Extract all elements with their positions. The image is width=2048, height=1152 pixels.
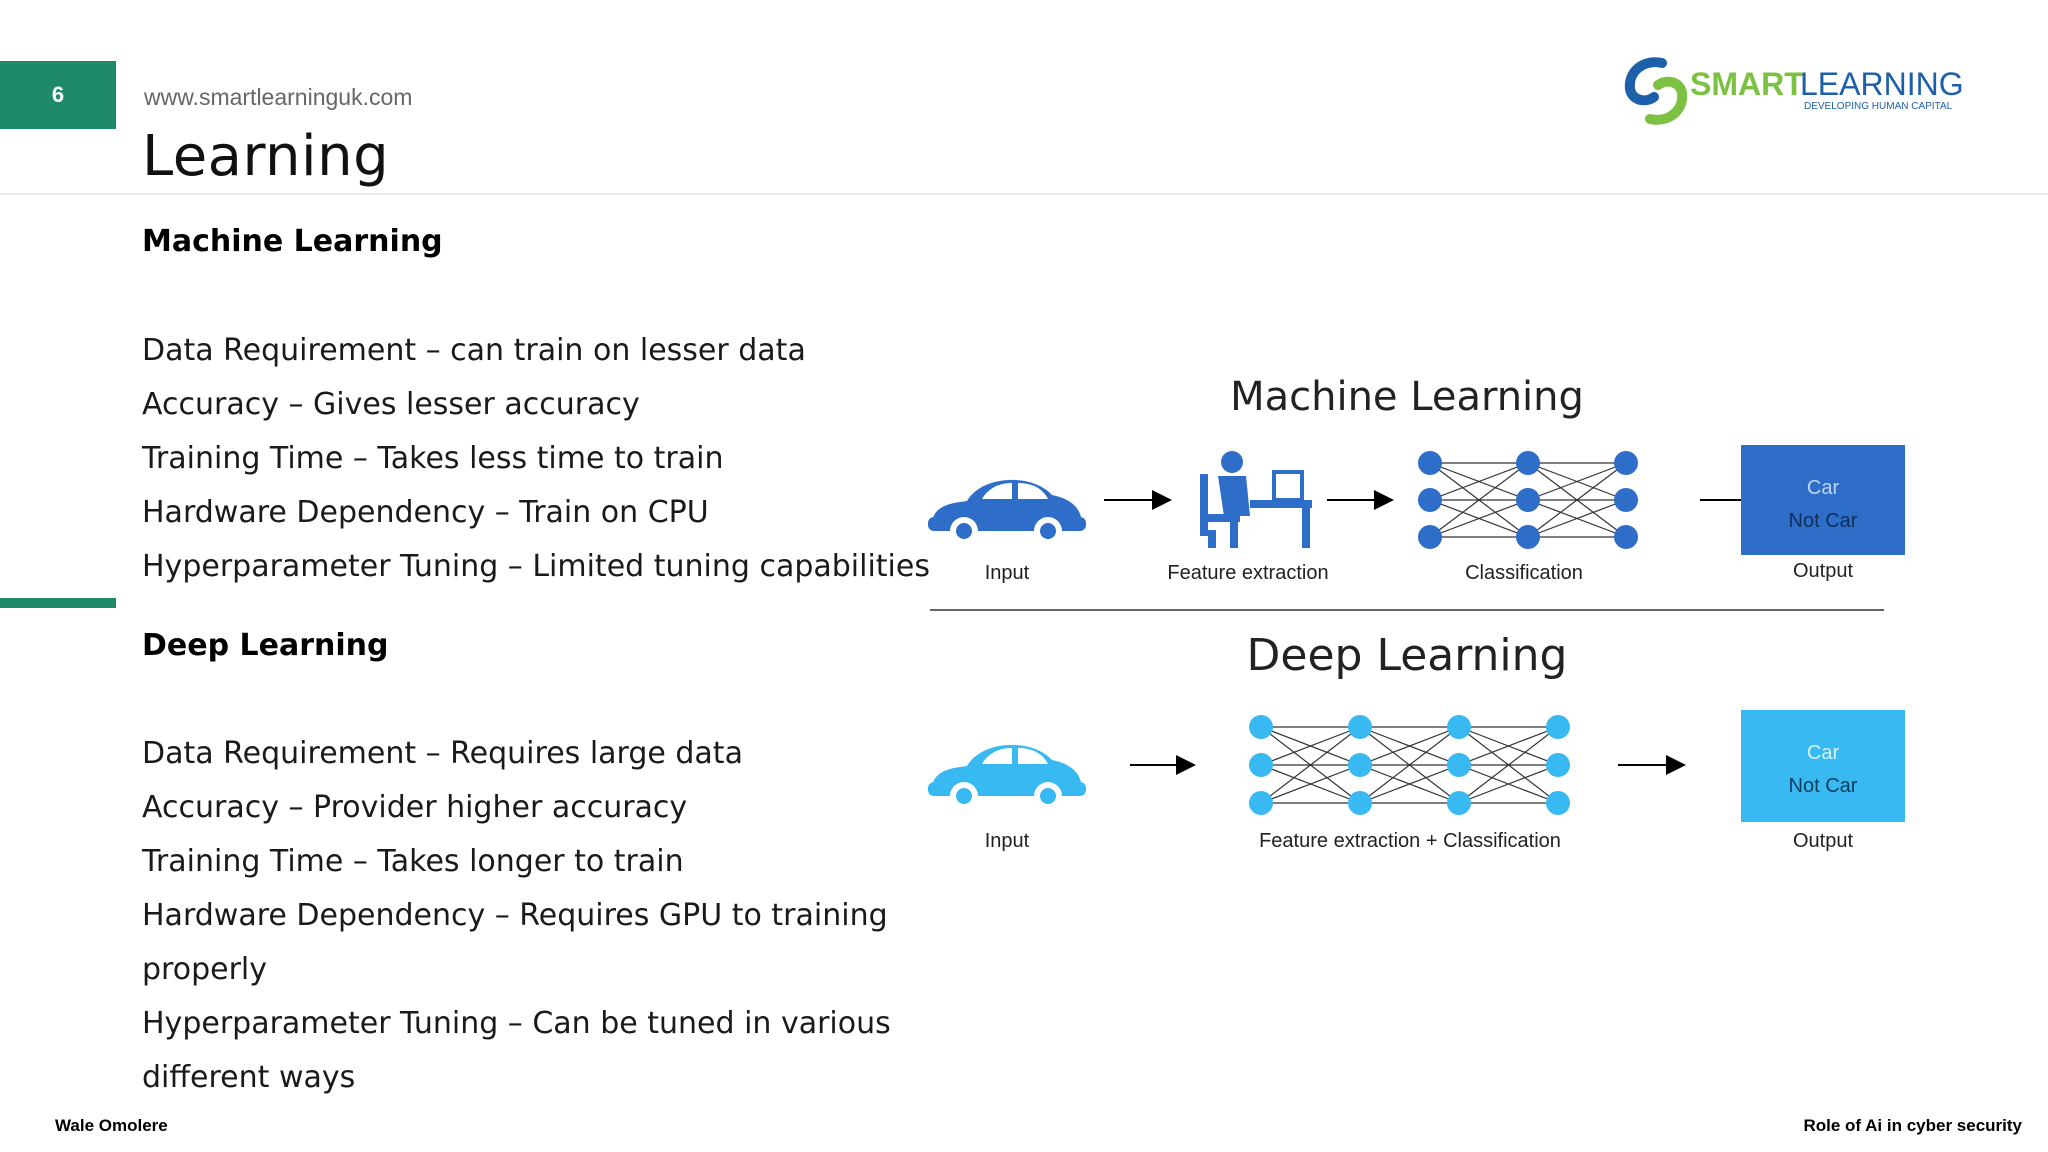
ml-vs-dl-diagram: Machine Learning Input Feature extractio… — [928, 374, 1905, 852]
slide-number: 6 — [0, 61, 116, 129]
slide-number-text: 6 — [51, 82, 65, 107]
ml-heading: Machine Learning — [142, 224, 443, 259]
ml-item: Data Requirement – can train on lesser d… — [142, 333, 806, 368]
ml-item: Accuracy – Gives lesser accuracy — [142, 387, 640, 422]
ml-output-label: Output — [1793, 560, 1853, 582]
dl-item: Hardware Dependency – Requires GPU to tr… — [142, 898, 888, 933]
dl-output-car: Car — [1807, 742, 1840, 764]
dl-output-box — [1741, 710, 1905, 822]
dl-combined-label: Feature extraction + Classification — [1259, 830, 1561, 852]
dl-list: Data Requirement – Requires large data A… — [142, 727, 891, 1105]
ml-item: Hardware Dependency – Train on CPU — [142, 495, 709, 530]
section-accent-bar — [0, 598, 116, 608]
header-divider — [0, 193, 2048, 195]
ml-list: Data Requirement – can train on lesser d… — [142, 324, 930, 594]
dl-item: Hyperparameter Tuning – Can be tuned in … — [142, 1006, 891, 1041]
logo-brand-smart: SMART — [1690, 66, 1804, 102]
ml-classification-label: Classification — [1465, 562, 1583, 584]
dl-input-label: Input — [985, 830, 1030, 852]
dl-heading: Deep Learning — [142, 628, 389, 663]
dl-diagram-title: Deep Learning — [1247, 630, 1568, 681]
deep-network-icon — [1249, 715, 1570, 815]
slide-title: Learning — [142, 124, 390, 189]
dl-item: properly — [142, 952, 267, 987]
ml-item: Training Time – Takes less time to train — [142, 441, 724, 476]
dl-output-notcar: Not Car — [1789, 775, 1858, 797]
person-at-desk-icon — [1200, 451, 1312, 548]
dl-item: Training Time – Takes longer to train — [142, 844, 684, 879]
car-icon — [928, 744, 1086, 810]
dl-item: different ways — [142, 1060, 356, 1095]
ml-diagram-title: Machine Learning — [1230, 374, 1584, 420]
website-url: www.smartlearninguk.com — [144, 84, 413, 110]
ml-output-notcar: Not Car — [1789, 510, 1858, 532]
logo-tagline: DEVELOPING HUMAN CAPITAL — [1804, 101, 1953, 112]
smartlearning-logo: SMART LEARNING DEVELOPING HUMAN CAPITAL — [1624, 57, 1962, 125]
logo-brand-learning: LEARNING — [1800, 66, 1962, 102]
footer-author: Wale Omolere — [55, 1116, 168, 1135]
dl-item: Data Requirement – Requires large data — [142, 736, 743, 771]
ml-output-box — [1741, 445, 1905, 555]
car-icon — [928, 479, 1086, 545]
dl-item: Accuracy – Provider higher accuracy — [142, 790, 688, 825]
classification-network-icon — [1418, 451, 1638, 549]
dl-output-label: Output — [1793, 830, 1853, 852]
footer-topic: Role of Ai in cyber security — [1803, 1116, 2022, 1135]
logo-mark — [1624, 57, 1688, 125]
ml-input-label: Input — [985, 562, 1030, 584]
ml-item: Hyperparameter Tuning – Limited tuning c… — [142, 549, 930, 584]
ml-output-car: Car — [1807, 477, 1840, 499]
ml-feature-label: Feature extraction — [1167, 562, 1328, 584]
